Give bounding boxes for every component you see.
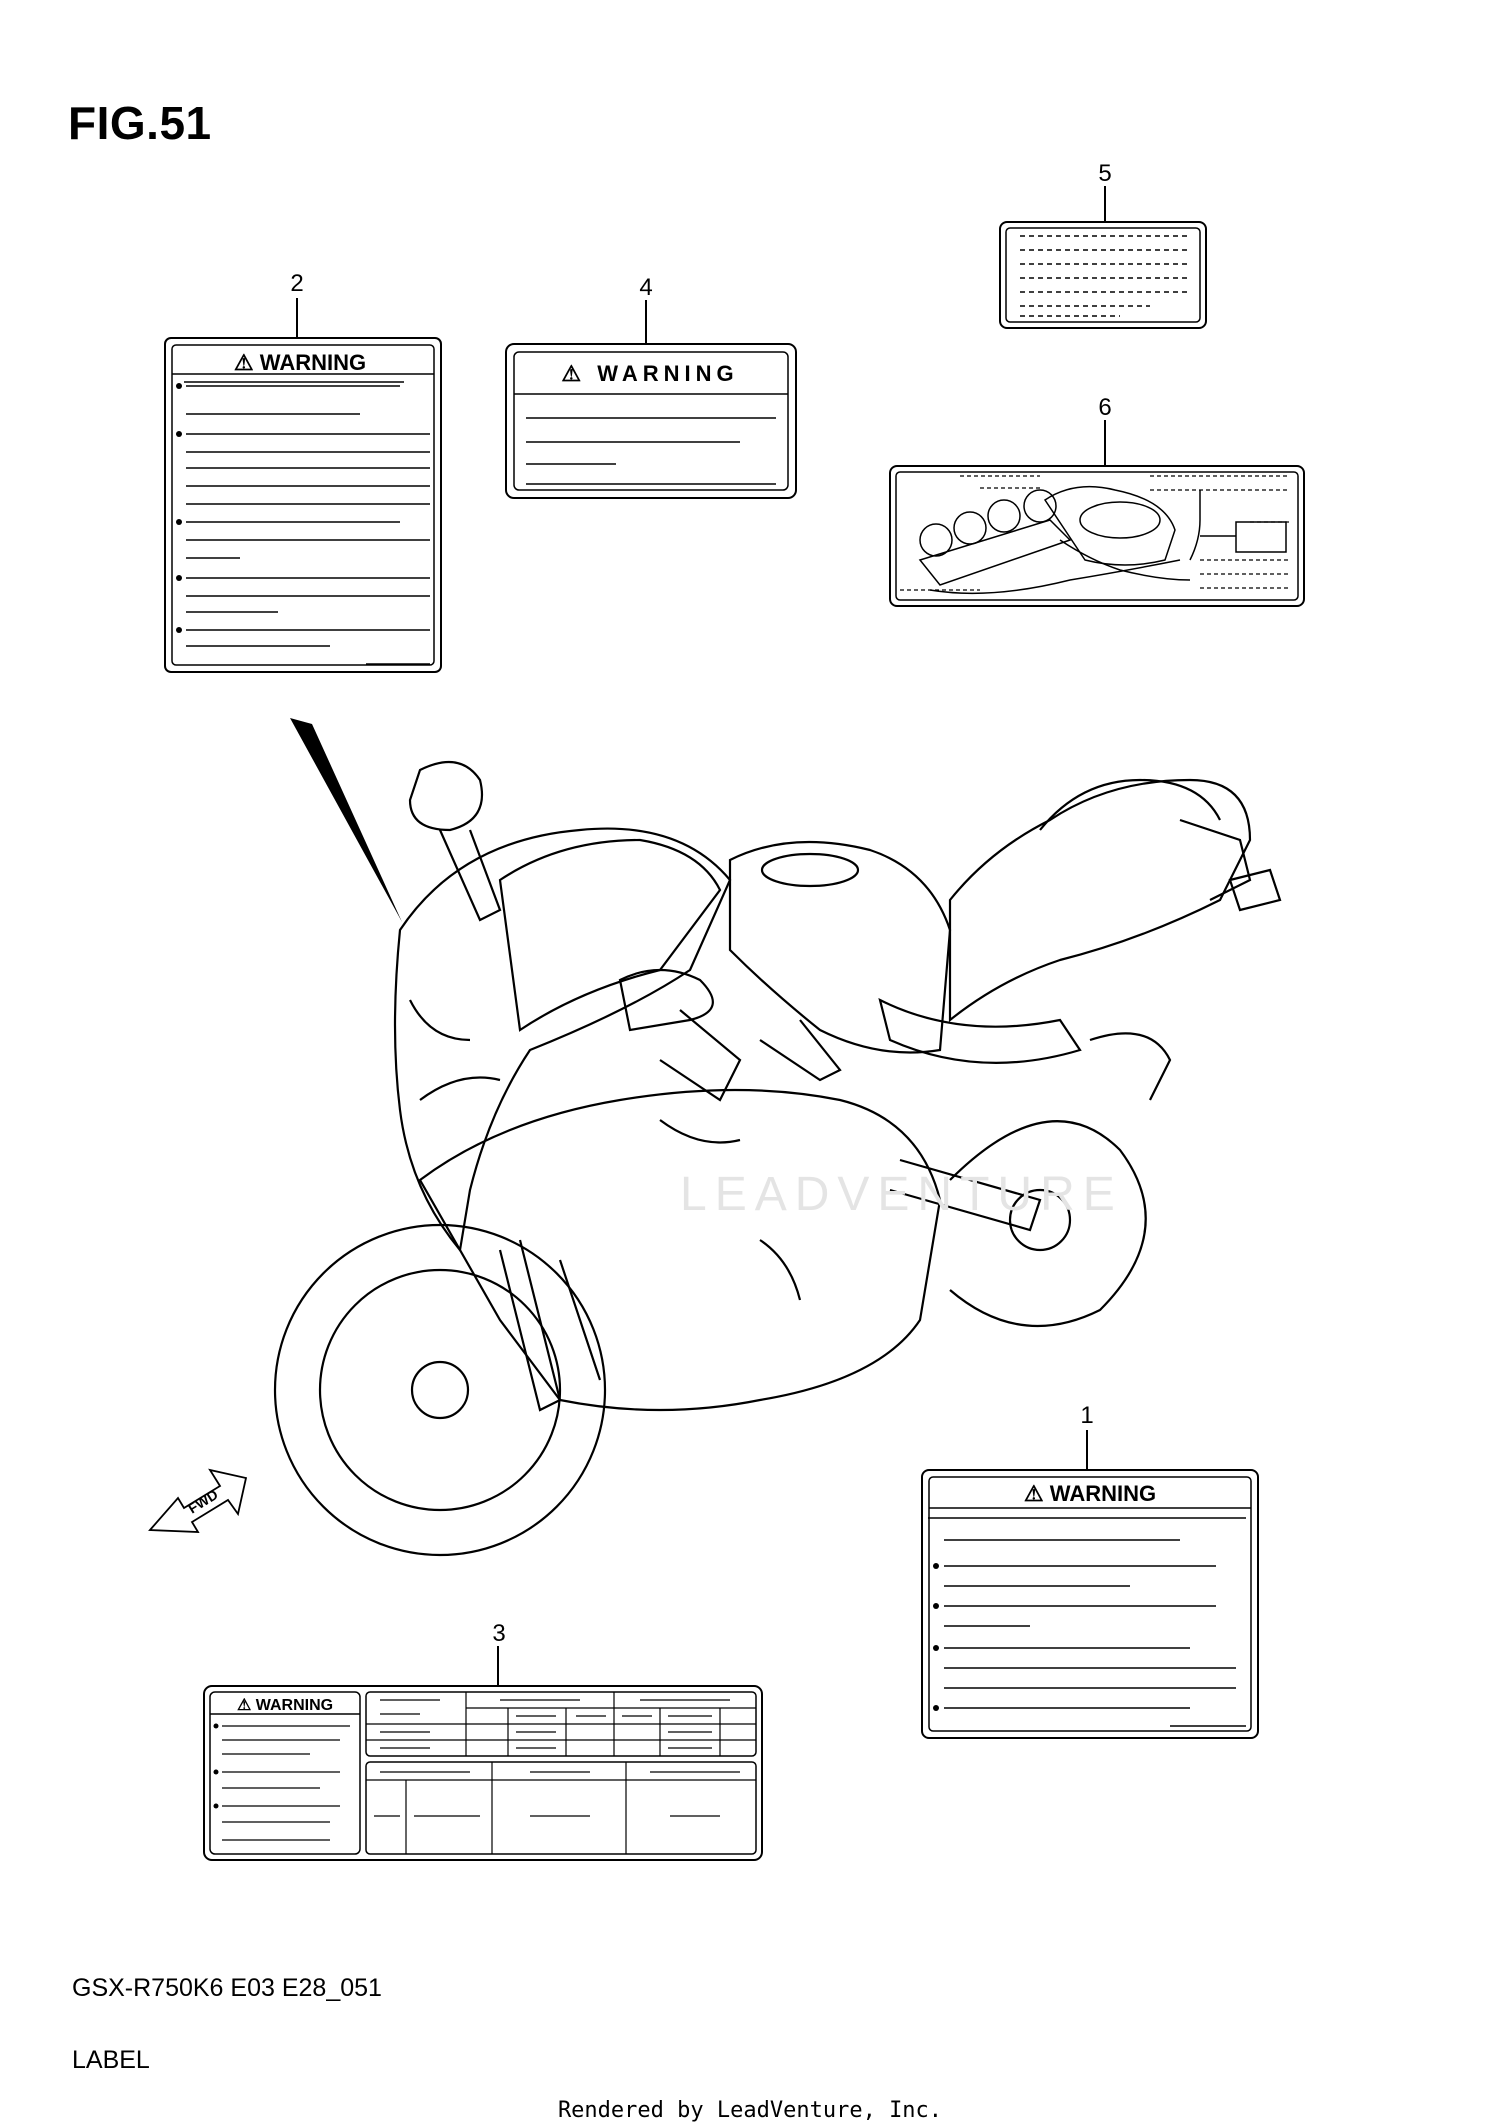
label-1: [921, 1430, 1259, 1739]
label-2-warning-heading: ⚠ WARNING: [234, 350, 366, 375]
callout-2: 2: [290, 270, 304, 297]
label-2: [164, 298, 442, 673]
callout-5: 5: [1098, 160, 1112, 187]
label-6: [889, 420, 1305, 607]
callout-4: 4: [639, 274, 653, 301]
figure-caption: LABEL: [72, 2046, 150, 2074]
forward-arrow-icon: [148, 1468, 248, 1533]
callout-6: 6: [1098, 394, 1112, 421]
motorcycle-illustration: [273, 718, 1282, 1557]
callout-3: 3: [492, 1620, 506, 1647]
figure-title: FIG.51: [68, 97, 212, 149]
label-5: [999, 186, 1207, 329]
callout-1: 1: [1080, 1402, 1094, 1429]
watermark: LEADVENTURE: [680, 1168, 1123, 1221]
footer-credit: Rendered by LeadVenture, Inc.: [557, 2098, 943, 2122]
label-4: [505, 300, 797, 499]
label-3-warning-heading: ⚠ WARNING: [237, 1697, 333, 1714]
label-3: [203, 1646, 763, 1861]
label-4-warning-heading: ⚠ WARNING: [561, 361, 738, 386]
model-code: GSX-R750K6 E03 E28_051: [72, 1974, 382, 2002]
label-1-warning-heading: ⚠ WARNING: [1024, 1481, 1156, 1506]
